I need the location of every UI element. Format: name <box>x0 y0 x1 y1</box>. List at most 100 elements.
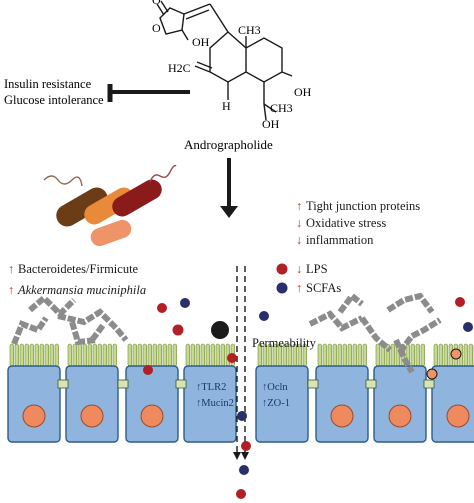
legend-scfa-dot <box>276 282 288 294</box>
microvillus <box>322 343 327 367</box>
microvillus <box>205 343 210 367</box>
host-effect-arrow-2: ↓ <box>296 216 302 230</box>
atom-oh-bottom: OH <box>262 117 280 131</box>
cell-nucleus <box>446 404 470 428</box>
microvillus <box>410 343 415 367</box>
bacteria-flagellum <box>43 175 83 187</box>
microvillus <box>102 343 107 367</box>
epithelial-layer <box>7 365 474 443</box>
microvillus <box>443 343 448 367</box>
microvillus <box>342 343 347 367</box>
host-effect-2: Oxidative stress <box>306 216 386 230</box>
microvillus <box>9 343 14 367</box>
microvillus <box>317 343 322 367</box>
salmon-particle <box>426 368 438 380</box>
microvillus <box>87 343 92 367</box>
host-effect-1: Tight junction proteins <box>306 199 420 213</box>
lps-particle <box>241 441 251 451</box>
microvillus <box>127 343 132 367</box>
microvillus <box>420 343 425 367</box>
black-particle <box>211 321 229 339</box>
atom-o-lactone: O <box>152 0 161 7</box>
permeability-label: Permeability <box>252 336 317 350</box>
tight-junction <box>117 379 129 389</box>
marker-tlr2: ↑TLR2 <box>196 382 226 393</box>
microvillus <box>112 343 117 367</box>
epithelial-cell <box>125 365 179 443</box>
cell-markers-left: ↑TLR2 ↑Mucin2 <box>196 382 234 409</box>
andrographolide-structure <box>156 0 293 121</box>
brush-border <box>9 343 474 367</box>
host-effect-3: inflammation <box>306 233 374 247</box>
host-effects-list: ↑ Tight junction proteins ↓ Oxidative st… <box>296 199 420 247</box>
microvillus <box>54 343 59 367</box>
scfa-particle <box>259 311 269 321</box>
microvillus <box>19 343 24 367</box>
microbiota-effect-arrow-1: ↑ <box>8 262 14 276</box>
microvillus <box>433 343 438 367</box>
legend-lps-dot <box>276 263 288 275</box>
epithelial-cell <box>7 365 61 443</box>
microvillus <box>107 343 112 367</box>
atom-ch2: H2C <box>168 61 191 75</box>
permeability-arrow-right <box>241 452 249 460</box>
microbiota-effects-list: ↑ Bacteroidetes/Firmicute ↑ Akkermansia … <box>8 262 146 297</box>
microvillus <box>67 343 72 367</box>
atom-ch3-top: CH3 <box>238 23 261 37</box>
marker-mucin2: ↑Mucin2 <box>196 398 234 409</box>
microvillus <box>44 343 49 367</box>
epithelial-cell <box>183 365 237 443</box>
bacteria-salmon <box>90 219 132 247</box>
microbiota-effect-1: Bacteroidetes/Firmicute <box>18 262 139 276</box>
epithelial-cell <box>373 365 427 443</box>
microvillus <box>362 343 367 367</box>
cell-nucleus <box>330 404 354 428</box>
microvillus <box>352 343 357 367</box>
microvillus <box>220 343 225 367</box>
microvillus <box>327 343 332 367</box>
bacteria-darkred <box>112 179 162 217</box>
scfa-particle <box>239 465 249 475</box>
host-effect-arrow-3: ↓ <box>296 233 302 247</box>
microvillus <box>185 343 190 367</box>
epithelial-cell <box>65 365 119 443</box>
microvillus <box>162 343 167 367</box>
scfa-particle <box>237 411 247 421</box>
legend-lps-label: LPS <box>306 262 328 276</box>
lps-particle <box>227 353 237 363</box>
cell-nucleus <box>80 404 104 428</box>
epithelial-cell <box>431 365 474 443</box>
permeability-arrow-left <box>233 452 241 460</box>
lps-particle <box>143 365 153 375</box>
microvillus <box>24 343 29 367</box>
atom-ch3-bottom: CH3 <box>270 101 293 115</box>
microvillus <box>332 343 337 367</box>
mucus-strands <box>11 291 442 374</box>
lps-particle <box>236 489 246 499</box>
microvillus <box>34 343 39 367</box>
atom-oh-top: OH <box>192 35 210 49</box>
host-effect-arrow-1: ↑ <box>296 199 302 213</box>
scfa-particle <box>463 322 473 332</box>
microvillus <box>390 343 395 367</box>
microvillus <box>415 343 420 367</box>
legend-scfa-arrow: ↑ <box>296 281 302 295</box>
microvillus <box>147 343 152 367</box>
atom-o-ring: O <box>152 21 161 35</box>
tight-junction <box>175 379 187 389</box>
inhibited-effect-1: Insulin resistance <box>4 77 92 91</box>
microvillus <box>142 343 147 367</box>
cell-markers-right: ↑Ocln ↑ZO-1 <box>262 382 290 409</box>
cell-nucleus <box>22 404 46 428</box>
microvillus <box>357 343 362 367</box>
lps-particle <box>157 303 167 313</box>
microvillus <box>172 343 177 367</box>
tight-junction <box>307 379 319 389</box>
legend-scfa-label: SCFAs <box>306 281 341 295</box>
microvillus <box>337 343 342 367</box>
lps-particle <box>172 324 184 336</box>
atom-h: H <box>222 99 231 113</box>
microvillus <box>468 343 473 367</box>
microvillus <box>210 343 215 367</box>
scfa-particle <box>180 298 190 308</box>
